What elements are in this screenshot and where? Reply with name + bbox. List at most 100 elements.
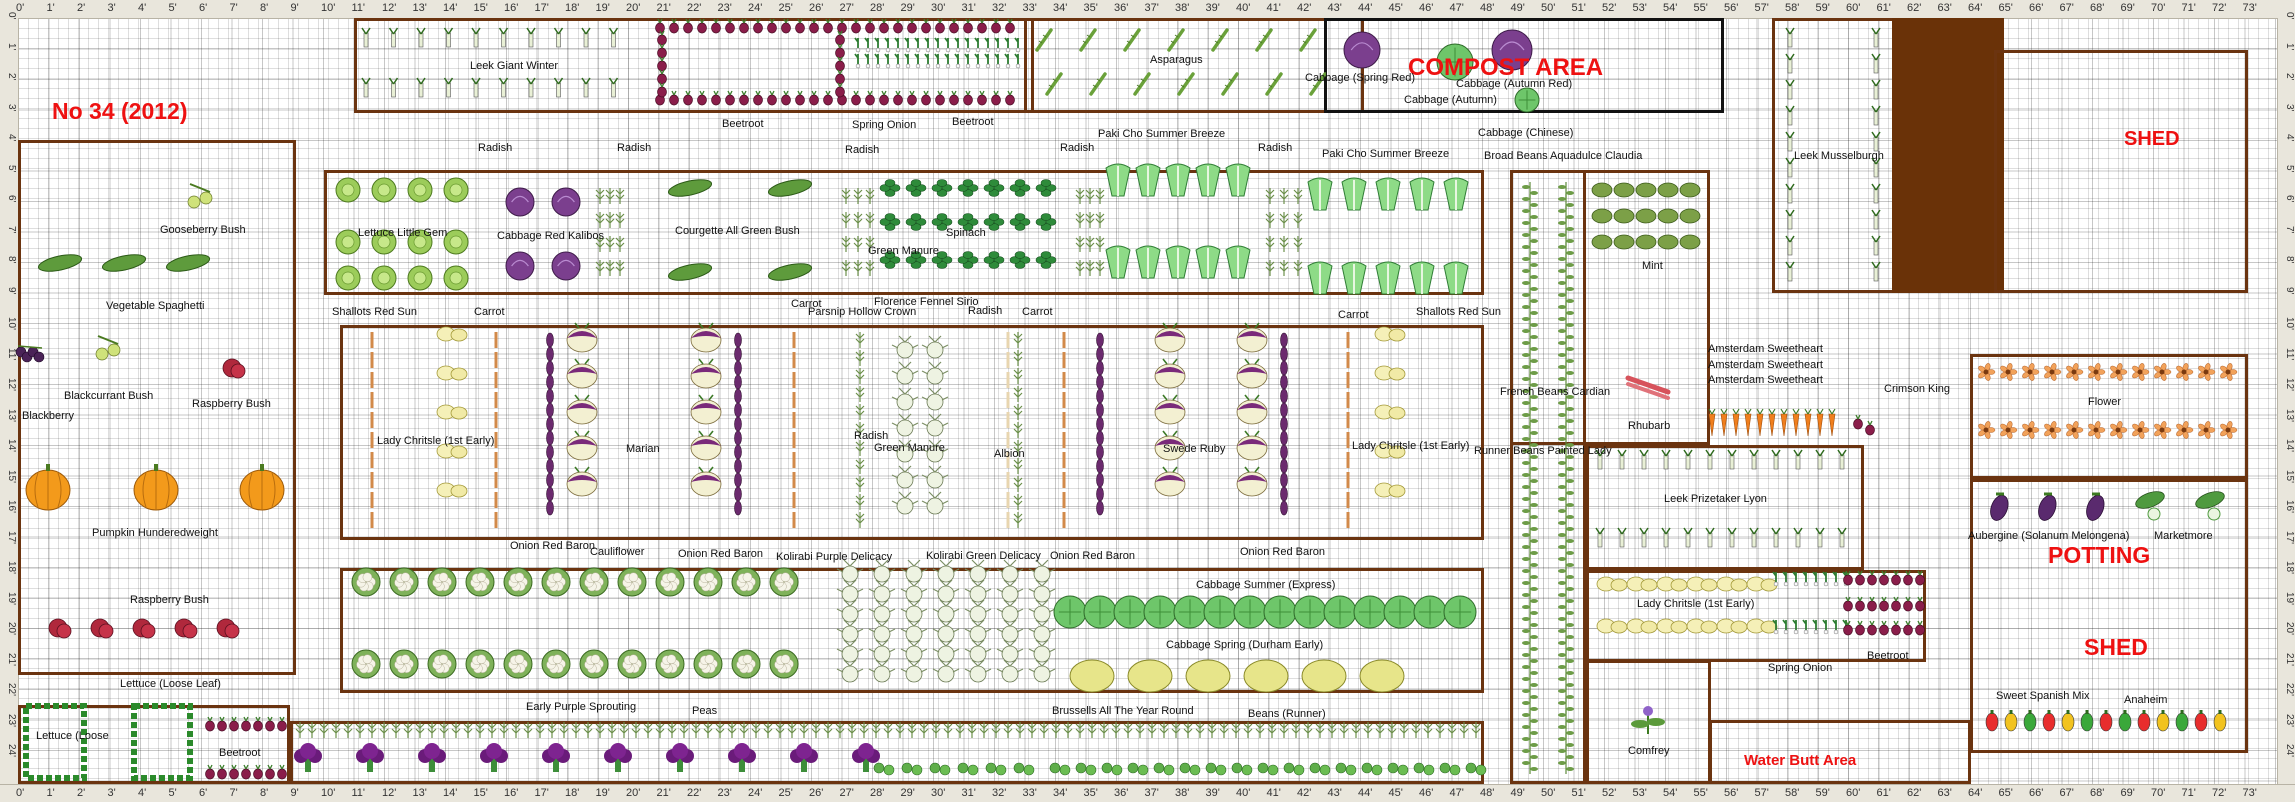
label-raspberry-1: Raspberry Bush (192, 398, 271, 410)
label-vegetable-spaghetti: Vegetable Spaghetti (106, 300, 205, 312)
ruler-tick: 14' (443, 2, 458, 14)
green-manure-icon (1411, 722, 1421, 738)
lettuce-icon (443, 265, 469, 291)
aubergine-icon (2086, 492, 2105, 521)
turnip-icon (690, 466, 722, 497)
green-cabbage-icon (1383, 595, 1417, 629)
potato-icon (1686, 618, 1718, 634)
spring-onion-icon (904, 53, 911, 69)
bed-row-2[interactable] (340, 325, 1484, 540)
label-amsterdam-1: Amsterdam Sweetheart (1708, 343, 1823, 355)
bed-row-1[interactable] (324, 170, 1484, 295)
label-broad-beans: Broad Beans Aquadulce Claudia (1484, 150, 1643, 162)
leek-icon (526, 27, 536, 48)
ruler-tick: 37' (1144, 787, 1159, 799)
potting-shed[interactable] (1970, 479, 2248, 753)
green-cabbage-icon (1353, 595, 1387, 629)
green-manure-icon (853, 236, 863, 252)
leek-icon (1727, 527, 1737, 548)
carrot-icon (1006, 472, 1010, 488)
ruler-tick: 64' (1968, 2, 1983, 14)
carrot-icon (1346, 512, 1350, 528)
brussels-sprout-icon (1127, 762, 1149, 776)
ruler-tick: 28' (870, 787, 885, 799)
shed-top[interactable] (1994, 50, 2248, 293)
cauliflower-icon (693, 567, 723, 597)
ruler-tick: 42' (1297, 787, 1312, 799)
raspberry-icon (222, 358, 246, 379)
ruler-tick: 55' (1693, 787, 1708, 799)
ruler-tick: 56' (1724, 2, 1739, 14)
carrot-icon (370, 472, 374, 488)
green-manure-icon (715, 722, 725, 738)
leek-icon (416, 77, 426, 98)
ruler-tick: 19' (595, 787, 610, 799)
bed-lady-chritsle-small[interactable] (1586, 570, 1926, 662)
spinach-icon (905, 179, 927, 197)
ruler-tick: 40' (1236, 787, 1251, 799)
green-manure-icon (853, 212, 863, 228)
label-rhubarb: Rhubarb (1628, 420, 1671, 432)
lettuce-icon (407, 177, 433, 203)
spring-onion-icon (1802, 571, 1809, 587)
turnip-icon (690, 358, 722, 389)
bed-flower[interactable] (1970, 354, 2248, 479)
label-lettuce-little-gem: Lettuce Little Gem (358, 227, 448, 239)
pepper-icon (2175, 710, 2189, 732)
green-manure-icon (823, 722, 833, 738)
asparagus-icon (1221, 72, 1239, 96)
beetroot-icon (1843, 620, 1853, 636)
potato-icon (1374, 482, 1406, 498)
ruler-tick: 34' (1053, 2, 1068, 14)
carrot-icon (1062, 472, 1066, 488)
flower-icon (1978, 363, 1996, 381)
bed-row-5[interactable] (290, 721, 1484, 784)
spring-onion-icon (954, 37, 961, 53)
green-manure-icon (931, 722, 941, 738)
brussels-sprout-icon (1361, 762, 1383, 776)
leek-icon (1749, 527, 1759, 548)
kohlrabi-icon (964, 659, 992, 683)
lettuce-icon (407, 229, 433, 255)
mint-icon (1679, 234, 1701, 250)
ruler-tick: 38' (1175, 2, 1190, 14)
green-manure-icon (615, 260, 625, 276)
flower-icon (2000, 363, 2018, 381)
ruler-tick: 65' (1998, 2, 2013, 14)
onion-icon (1280, 402, 1288, 418)
kohlrabi-icon (900, 559, 928, 583)
beetroot-icon (739, 18, 749, 34)
cucumber-icon (2195, 491, 2225, 521)
onion-icon (546, 486, 554, 502)
kohlrabi-icon (964, 559, 992, 583)
bean-icon (1522, 602, 1538, 618)
ruler-tick: 35' (1083, 787, 1098, 799)
bed-leek-prizetaker[interactable] (1586, 445, 1864, 570)
spring-onion-icon (874, 53, 881, 69)
bed-fruit[interactable] (18, 140, 296, 675)
beetroot-icon (657, 56, 667, 72)
green-manure-icon (1279, 188, 1289, 204)
bean-icon (1558, 410, 1574, 426)
label-anaheim: Anaheim (2124, 694, 2168, 706)
ruler-tick: 12' (382, 2, 397, 14)
kohlrabi-icon (921, 465, 949, 489)
pepper-icon (2137, 710, 2151, 732)
cauliflower-icon (503, 649, 533, 679)
green-manure-icon (1003, 722, 1013, 738)
beetroot-icon (1879, 620, 1889, 636)
green-manure-icon (895, 722, 905, 738)
spring-onion-icon (1772, 571, 1779, 587)
beetroot-icon (657, 30, 667, 46)
onion-icon (1280, 472, 1288, 488)
green-manure-icon (865, 212, 875, 228)
beetroot-icon (851, 90, 861, 106)
label-crimson-king: Crimson King (1884, 383, 1951, 395)
ruler-tick: 72' (2212, 2, 2227, 14)
bed-leek-beet-onion[interactable] (354, 18, 1034, 113)
water-butt-area[interactable] (1709, 720, 1971, 784)
bed-bean-column[interactable] (1510, 170, 1586, 784)
green-manure-icon (1013, 440, 1023, 456)
green-manure-icon (1085, 188, 1095, 204)
